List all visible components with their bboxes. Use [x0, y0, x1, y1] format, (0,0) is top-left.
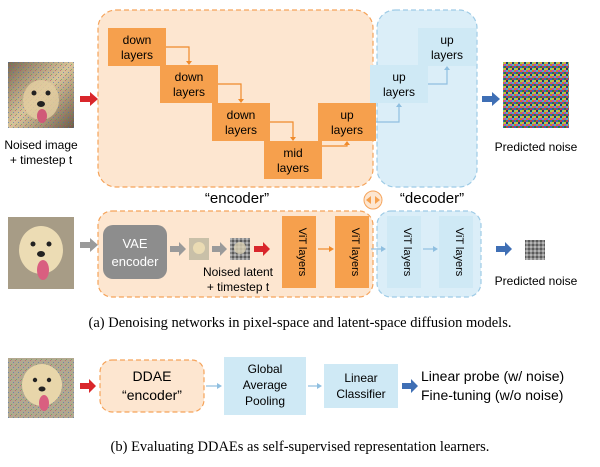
clean-dog-image — [8, 217, 74, 289]
up-enc-label-a: up — [340, 108, 354, 122]
down-layers-block-2: down layers — [160, 65, 218, 103]
down-layers-block-1: down layers — [108, 28, 166, 66]
vit-block-4: ViT layers — [439, 216, 473, 288]
up-path-arrows — [376, 69, 448, 123]
vae-out-arrow — [170, 242, 186, 256]
up-dec-label-1a: up — [392, 70, 406, 84]
ddae-encoder-block: DDAE “encoder” — [99, 359, 205, 413]
mid-label-b: layers — [277, 161, 309, 175]
input-caption-line1: Noised image — [4, 138, 78, 152]
mid-layers-block: mid layers — [264, 141, 322, 179]
up-layers-decoder-block-1: up layers — [370, 65, 428, 103]
noised-latent-caption-1: Noised latent — [203, 265, 274, 279]
vit-label-3: ViT layers — [401, 228, 413, 277]
ddae-label-a: DDAE — [133, 368, 172, 384]
vae-label-a: VAE — [122, 236, 147, 251]
input-caption-line2: + timestep t — [10, 153, 73, 167]
split-marker-icon — [363, 190, 383, 210]
vit-label-1: ViT layers — [296, 228, 308, 277]
down-label-2b: layers — [173, 85, 205, 99]
down-label-3a: down — [227, 108, 256, 122]
noised-latent-caption-2: + timestep t — [207, 280, 270, 294]
latent-input-arrow — [80, 238, 98, 252]
up-layers-decoder-block-2: up layers — [418, 28, 476, 66]
gap-label-a: Global — [248, 362, 283, 376]
up-layers-encoder-block: up layers — [318, 103, 376, 141]
latent-output-arrow — [496, 242, 512, 256]
eval-dog-image — [8, 358, 74, 418]
down-label-3b: layers — [225, 123, 257, 137]
noise-add-arrow — [212, 242, 227, 256]
vae-label-b: encoder — [112, 254, 160, 269]
linear-classifier-block: Linear Classifier — [324, 364, 398, 408]
eval-input-arrow — [80, 379, 96, 393]
up-dec-label-2b: layers — [431, 48, 463, 62]
global-average-pooling-block: Global Average Pooling — [224, 357, 306, 415]
encoder-label: “encoder” — [205, 190, 269, 207]
decoder-label: “decoder” — [400, 190, 464, 207]
eval-output-arrow — [402, 379, 418, 393]
gap-label-c: Pooling — [245, 394, 285, 408]
pixel-output-arrow — [482, 92, 500, 106]
predicted-noise-image — [503, 62, 569, 128]
vit-arrowhead-3 — [433, 246, 438, 252]
vit-block-1: ViT layers — [282, 216, 316, 288]
gap-label-b: Average — [243, 378, 288, 392]
noised-latent-arrow — [254, 242, 270, 256]
up-dec-label-2a: up — [440, 33, 454, 47]
latent-output-caption: Predicted noise — [495, 274, 578, 288]
vit-arrowhead-2 — [381, 246, 386, 252]
ddae-label-b: “encoder” — [122, 387, 182, 403]
pixel-output-caption: Predicted noise — [495, 140, 578, 154]
vit-label-2: ViT layers — [349, 228, 361, 277]
input-arrow — [80, 92, 98, 106]
output-linear-probe: Linear probe (w/ noise) — [421, 368, 564, 384]
vae-encoder-block: VAE encoder — [103, 225, 167, 279]
ddae-to-gap-arrowhead — [217, 383, 222, 389]
vit-block-3: ViT layers — [387, 216, 421, 288]
caption-b: (b) Evaluating DDAEs as self-supervised … — [111, 439, 490, 455]
classifier-label-b: Classifier — [336, 387, 385, 401]
down-label-2a: down — [175, 70, 204, 84]
vit-block-2: ViT layers — [335, 216, 369, 288]
caption-a: (a) Denoising networks in pixel-space an… — [89, 315, 512, 331]
up-path-arrowheads — [396, 66, 450, 107]
noised-dog-image — [8, 62, 74, 128]
mid-label-a: mid — [283, 146, 302, 160]
latent-small-image — [189, 238, 209, 260]
down-layers-block-3: down layers — [212, 103, 270, 141]
classifier-label-a: Linear — [344, 371, 377, 385]
down-label-1b: layers — [121, 48, 153, 62]
up-dec-label-1b: layers — [383, 85, 415, 99]
vit-arrowhead-1 — [329, 246, 334, 252]
down-label-1a: down — [123, 33, 152, 47]
output-fine-tuning: Fine-tuning (w/o noise) — [421, 387, 563, 403]
up-enc-label-b: layers — [331, 123, 363, 137]
gap-to-classifier-arrowhead — [317, 383, 322, 389]
down-path-arrowheads — [186, 61, 350, 145]
latent-predicted-noise-image — [525, 240, 545, 260]
noised-latent-small-image — [230, 238, 250, 260]
vit-label-4: ViT layers — [453, 228, 465, 277]
